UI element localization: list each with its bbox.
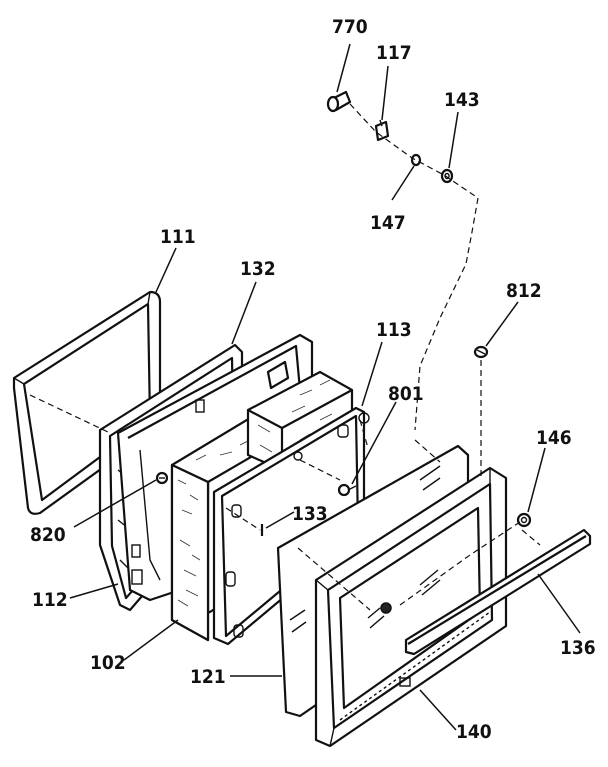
part-143-nut: [440, 168, 454, 184]
label-112: 112: [32, 589, 68, 611]
part-140-door-frame: [314, 466, 508, 748]
part-136-handle: [404, 528, 592, 656]
assembly-lines: [29, 103, 541, 611]
label-820: 820: [30, 524, 66, 546]
label-132: 132: [240, 258, 276, 280]
part-820-screw: [155, 471, 169, 485]
part-812-screw: [473, 345, 489, 359]
part-117-clip: [374, 119, 390, 142]
part-146-nut: [516, 512, 532, 528]
label-146: 146: [536, 427, 572, 449]
label-111: 111: [160, 226, 196, 248]
label-770: 770: [332, 16, 368, 38]
label-801: 801: [388, 383, 424, 405]
label-117: 117: [376, 42, 412, 64]
label-121: 121: [190, 666, 226, 688]
label-133: 133: [292, 503, 328, 525]
label-136: 136: [560, 637, 596, 659]
label-113: 113: [376, 319, 412, 341]
label-140: 140: [456, 721, 492, 743]
part-770-bolt: [326, 90, 352, 113]
leader-lines: [69, 43, 581, 731]
label-812: 812: [506, 280, 542, 302]
label-143: 143: [444, 89, 480, 111]
label-102: 102: [90, 652, 126, 674]
part-labels: 770 117 143 147 111 132 812 113 801 146 …: [30, 16, 596, 743]
part-801-screw: [337, 483, 357, 497]
label-147: 147: [370, 212, 406, 234]
part-147-washer: [410, 153, 422, 167]
